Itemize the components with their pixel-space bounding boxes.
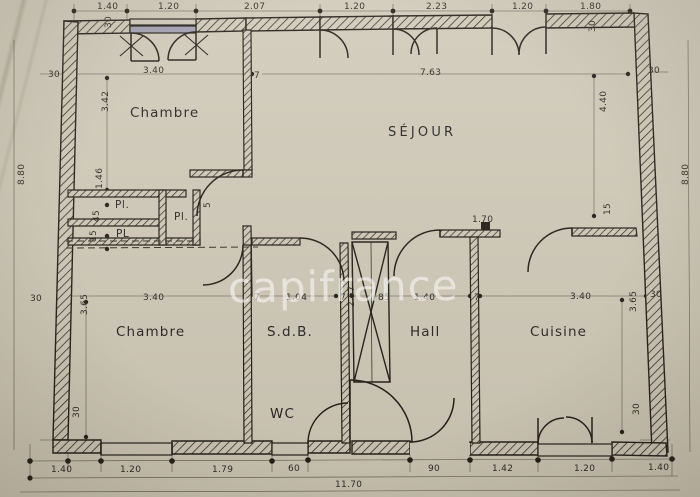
closet-guides	[65, 240, 259, 249]
fixture-marker	[481, 222, 490, 230]
window-sills	[100, 18, 613, 457]
door-swings	[100, 26, 593, 455]
stairwell-void	[351, 241, 391, 383]
interior-walls	[67, 29, 638, 444]
